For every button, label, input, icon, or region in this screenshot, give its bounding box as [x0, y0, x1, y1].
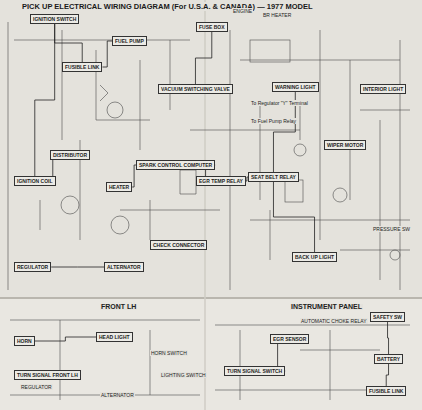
- wire-label: To Regulator "Y" Terminal: [250, 100, 309, 106]
- wire-label: AUTOMATIC CHOKE RELAY: [300, 318, 368, 324]
- component-box: IGNITION COIL: [14, 176, 56, 186]
- component-box: BACK UP LIGHT: [292, 252, 337, 262]
- component-box: TURN SIGNAL FRONT LH: [14, 370, 81, 380]
- component-name: TURN SIGNAL FRONT LH: [17, 372, 78, 378]
- wire-label: ENGINE: [232, 8, 253, 14]
- component-name: TURN SIGNAL SWITCH: [227, 368, 282, 374]
- component-box: EGR SENSOR: [270, 334, 309, 344]
- component-name: HEAD LIGHT: [99, 334, 130, 340]
- component-name: SPARK CONTROL COMPUTER: [139, 162, 212, 168]
- component-box: HEATER: [106, 182, 132, 192]
- component-name: FUSIBLE LINK: [65, 64, 99, 70]
- component-box: FUEL PUMP: [112, 36, 147, 46]
- component-name: EGR SENSOR: [273, 336, 306, 342]
- component-name: ALTERNATOR: [107, 264, 141, 270]
- component-name: IGNITION SWITCH: [33, 16, 76, 22]
- wire: [386, 364, 388, 386]
- component-box: EGR TEMP RELAY: [196, 176, 246, 186]
- wire: [387, 322, 389, 354]
- wire: [102, 41, 112, 67]
- component-name: CHECK CONNECTOR: [153, 242, 204, 248]
- section-heading: FRONT LH: [100, 304, 137, 310]
- component-name: BACK UP LIGHT: [295, 254, 334, 260]
- wire: [273, 182, 314, 252]
- component-box: CHECK CONNECTOR: [150, 240, 207, 250]
- component-name: DISTRIBUTOR: [53, 152, 87, 158]
- component-name: VACUUM SWITCHING VALVE: [161, 86, 230, 92]
- wire-label: LIGHTING SWITCH: [160, 372, 207, 378]
- component-box: HORN: [14, 336, 35, 346]
- diagram-title: PICK UP ELECTRICAL WIRING DIAGRAM (For U…: [22, 2, 313, 11]
- component-box: INTERIOR LIGHT: [360, 84, 406, 94]
- component-box: WIPER MOTOR: [324, 140, 366, 150]
- component-name: FUSIBLE LINK: [369, 388, 403, 394]
- component-name: REGULATOR: [17, 264, 48, 270]
- component-box: HEAD LIGHT: [96, 332, 133, 342]
- component-box: FUSIBLE LINK: [366, 386, 406, 396]
- component-name: SEAT BELT RELAY: [251, 174, 296, 180]
- wire-label: REGULATOR: [20, 384, 53, 390]
- component-box: DISTRIBUTOR: [50, 150, 90, 160]
- wire: [55, 24, 83, 62]
- component-name: BATTERY: [377, 356, 400, 362]
- wire-label: HORN SWITCH: [150, 350, 188, 356]
- component-name: IGNITION COIL: [17, 178, 53, 184]
- component-name: FUSE BOX: [199, 24, 225, 30]
- component-name: WARNING LIGHT: [275, 84, 316, 90]
- component-box: TURN SIGNAL SWITCH: [224, 366, 285, 376]
- section-heading: INSTRUMENT PANEL: [290, 304, 363, 310]
- component-box: SPARK CONTROL COMPUTER: [136, 160, 215, 170]
- component-box: SEAT BELT RELAY: [248, 172, 299, 182]
- component-box: FUSE BOX: [196, 22, 228, 32]
- component-name: FUEL PUMP: [115, 38, 144, 44]
- wire: [35, 337, 96, 341]
- wire-label: PRESSURE SW: [372, 226, 411, 232]
- component-box: REGULATOR: [14, 262, 51, 272]
- wire: [195, 32, 211, 84]
- component-box: ALTERNATOR: [104, 262, 144, 272]
- component-name: HEATER: [109, 184, 129, 190]
- wire-label: BR HEATER: [262, 12, 292, 18]
- component-box: IGNITION SWITCH: [30, 14, 79, 24]
- component-name: HORN: [17, 338, 32, 344]
- component-name: INTERIOR LIGHT: [363, 86, 403, 92]
- wire-label: ALTERNATOR: [100, 392, 135, 398]
- component-name: WIPER MOTOR: [327, 142, 363, 148]
- component-box: VACUUM SWITCHING VALVE: [158, 84, 233, 94]
- component-box: BATTERY: [374, 354, 403, 364]
- wire: [51, 267, 104, 268]
- wire-label: To Fuel Pump Relay: [250, 118, 297, 124]
- component-name: SAFETY SW: [373, 314, 402, 320]
- component-box: WARNING LIGHT: [272, 82, 319, 92]
- component-name: EGR TEMP RELAY: [199, 178, 243, 184]
- component-box: SAFETY SW: [370, 312, 405, 322]
- component-box: FUSIBLE LINK: [62, 62, 102, 72]
